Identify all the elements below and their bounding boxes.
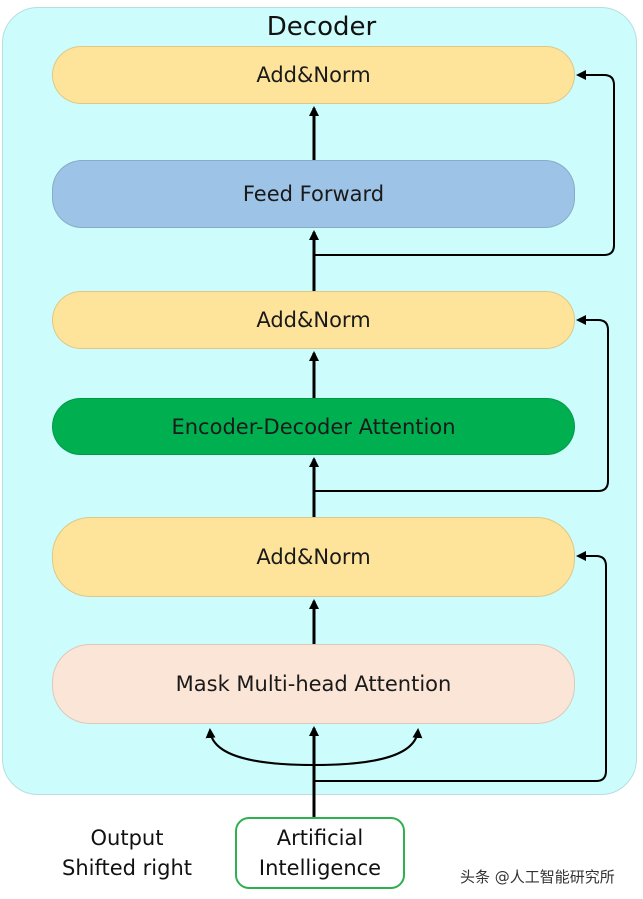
encoder-decoder-attention-block: Encoder-Decoder Attention bbox=[52, 398, 575, 455]
watermark: 头条 @人工智能研究所 bbox=[460, 868, 615, 886]
add-norm-top-block: Add&Norm bbox=[52, 46, 575, 104]
add-norm-mid-block: Add&Norm bbox=[52, 291, 575, 349]
residual-bottom bbox=[314, 551, 607, 782]
input-token-line-2: Intelligence bbox=[258, 856, 382, 880]
residual-middle bbox=[314, 315, 609, 492]
residual-top bbox=[314, 70, 615, 256]
shifted-label-line-2: Shifted right bbox=[62, 856, 192, 880]
input-token-line-1: Artificial bbox=[276, 826, 364, 850]
decoder-title: Decoder bbox=[266, 12, 377, 42]
arc-right-branch bbox=[313, 728, 423, 766]
add-norm-bottom-block: Add&Norm bbox=[52, 517, 575, 597]
shifted-label-line-1: Output bbox=[90, 826, 164, 850]
arc-left-branch bbox=[205, 728, 315, 766]
feed-forward-block: Feed Forward bbox=[52, 160, 575, 228]
input-token-box: Artificial Intelligence bbox=[235, 817, 405, 889]
output-shifted-right-label: Output Shifted right bbox=[42, 823, 212, 883]
mask-multihead-attention-block: Mask Multi-head Attention bbox=[52, 644, 575, 724]
